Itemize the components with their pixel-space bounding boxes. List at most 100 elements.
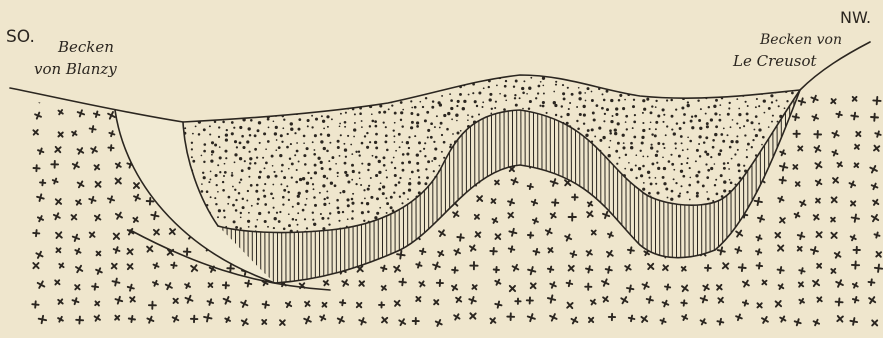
stipple-dot [800,191,803,194]
stipple-dot [416,218,419,221]
stipple-dot [575,185,578,188]
stipple-dot [515,205,517,207]
basement-cross [586,112,592,118]
stipple-dot [736,98,738,100]
basement-cross [550,282,556,288]
stipple-dot [299,84,301,86]
basement-cross [116,96,122,102]
stipple-dot [240,216,242,218]
stipple-dot [472,92,474,94]
stipple-dot [506,227,508,229]
stipple-dot [614,232,617,235]
stipple-dot [806,70,809,73]
stipple-dot [491,108,493,110]
basement-cross [263,302,269,308]
stipple-dot [329,212,331,214]
stipple-dot [462,107,465,110]
stipple-dot [174,239,177,242]
stipple-dot [798,128,801,131]
stipple-dot [326,150,329,153]
stipple-dot [550,226,553,229]
stipple-dot [508,210,510,212]
basement-cross [811,247,818,254]
basement-cross [360,167,365,172]
stipple-dot [209,133,211,135]
stipple-dot [489,93,492,96]
stipple-dot [670,198,673,201]
stipple-dot [475,226,478,229]
basement-cross [699,235,704,240]
stipple-dot [537,92,539,94]
stipple-dot [435,73,438,76]
stipple-dot [479,143,481,145]
stipple-dot [809,200,812,203]
stipple-dot [576,141,578,143]
basement-cross [718,247,725,254]
basement-cross [739,264,746,271]
stipple-dot [712,146,715,149]
basement-cross [285,148,291,154]
stipple-dot [606,108,609,111]
stipple-dot [771,101,773,103]
stipple-dot [443,206,445,208]
basement-cross [852,261,859,268]
stipple-dot [622,134,625,137]
stipple-dot [289,85,291,87]
stipple-dot [538,119,541,122]
basement-cross [33,130,38,135]
stipple-dot [248,176,250,178]
stipple-dot [746,156,748,158]
stipple-dot [186,108,188,110]
stipple-dot [361,202,364,205]
stipple-dot [607,223,610,226]
stipple-dot [761,234,764,237]
stipple-dot [696,192,699,195]
basement-cross [533,218,538,223]
stipple-dot [522,195,525,198]
stipple-dot [543,164,546,167]
stipple-dot [436,115,438,117]
stipple-dot [527,214,530,217]
stipple-dot [219,101,222,104]
stipple-dot [625,181,628,184]
stipple-dot [399,71,401,73]
stipple-dot [311,72,314,75]
stipple-dot [314,164,317,167]
stipple-dot [671,190,674,193]
stipple-dot [486,192,489,195]
stipple-dot [667,197,669,199]
basement-cross [813,280,819,286]
stipple-dot [351,94,354,97]
stipple-dot [361,163,363,165]
stipple-dot [526,93,528,95]
stipple-dot [337,140,340,143]
basement-cross [831,99,836,103]
stipple-dot [803,155,806,158]
stipple-dot [306,198,308,200]
stipple-dot [810,225,812,227]
stipple-dot [535,161,537,163]
stipple-dot [518,168,521,171]
stipple-dot [514,97,516,99]
basement-cross [816,232,821,237]
basement-cross [208,299,214,305]
stipple-dot [264,85,266,87]
stipple-dot [569,102,571,104]
stipple-dot [312,219,314,221]
stipple-dot [387,86,390,89]
stipple-dot [803,92,805,94]
stipple-dot [610,120,613,123]
stipple-dot [577,135,579,137]
stipple-dot [577,77,579,79]
basement-cross [854,247,860,253]
stipple-dot [735,140,738,143]
basement-cross [94,112,100,118]
stipple-dot [450,230,453,233]
stipple-dot [671,163,674,166]
stipple-dot [736,135,738,137]
stipple-dot [504,203,507,206]
basement-cross [851,201,855,205]
stipple-dot [681,163,683,165]
stipple-dot [551,136,553,138]
stipple-dot [506,233,508,235]
